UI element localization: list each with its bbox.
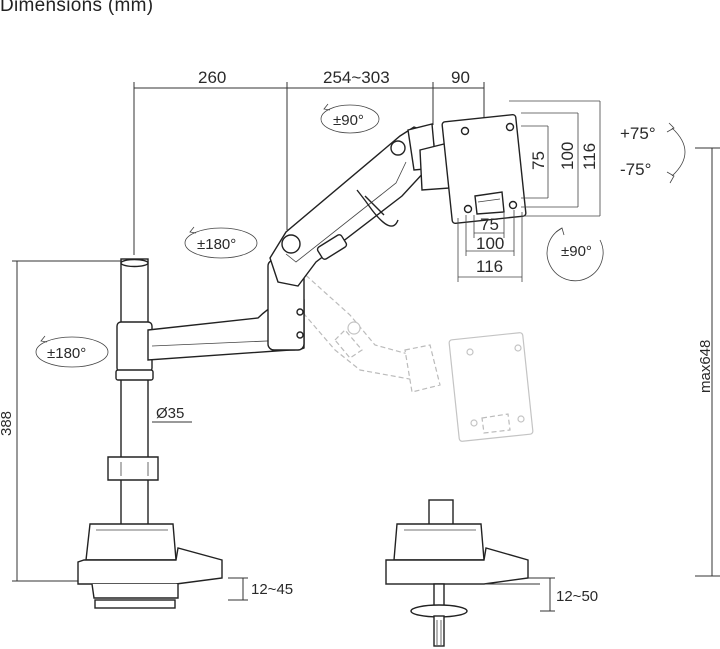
rot-tilt-up: +75° [620,124,656,143]
pole [107,258,159,530]
dim-arm-extension: 254~303 [323,68,390,87]
dim-clamp-thickness-a: 12~45 [251,581,293,598]
rotation-head-swivel-icon [320,103,380,134]
rotation-tilt-icon [666,122,686,184]
lower-arm [147,259,305,361]
dim-vesa-inner-w: 75 [480,215,499,234]
dim-pole-to-joint: 260 [198,68,226,87]
rot-arm-swivel: ±180° [197,236,236,253]
rot-tilt-down: -75° [620,160,651,179]
diagram-title: Dimensions (mm) [0,0,154,16]
rotation-rotate-icon [546,227,604,282]
dim-vesa-inner-h: 75 [529,151,548,170]
dim-vesa-mid-w: 100 [476,234,504,253]
dim-max-height: max648 [697,340,714,393]
rot-rotate: ±90° [561,243,592,260]
ghost-arm-position [291,268,534,442]
top-dimension-lines [133,82,485,255]
rot-head-swivel: ±90° [333,112,364,129]
rotation-base-swivel-icon [35,335,109,368]
clamp-thickness-dimension-left [228,577,248,601]
vesa-dimension-lines [457,100,601,282]
rotation-arm-swivel-icon [184,226,258,259]
grommet-base-right [385,499,540,647]
max-height-dimension [695,147,720,577]
dim-vesa-outer-h: 116 [580,143,599,170]
dim-pole-height: 388 [0,411,15,436]
pole-height-dimension [12,260,192,582]
dim-head-offset: 90 [451,68,470,87]
vesa-plate [441,114,527,224]
upper-arm [269,123,451,287]
rot-base-swivel: ±180° [47,345,86,362]
dim-vesa-outer-w: 116 [476,257,503,276]
dim-pole-diameter: Ø35 [156,405,184,422]
clamp-base-left [77,523,223,609]
dim-vesa-mid-h: 100 [558,142,577,170]
clamp-thickness-dimension-right [528,577,555,612]
dim-clamp-thickness-b: 12~50 [556,588,598,605]
